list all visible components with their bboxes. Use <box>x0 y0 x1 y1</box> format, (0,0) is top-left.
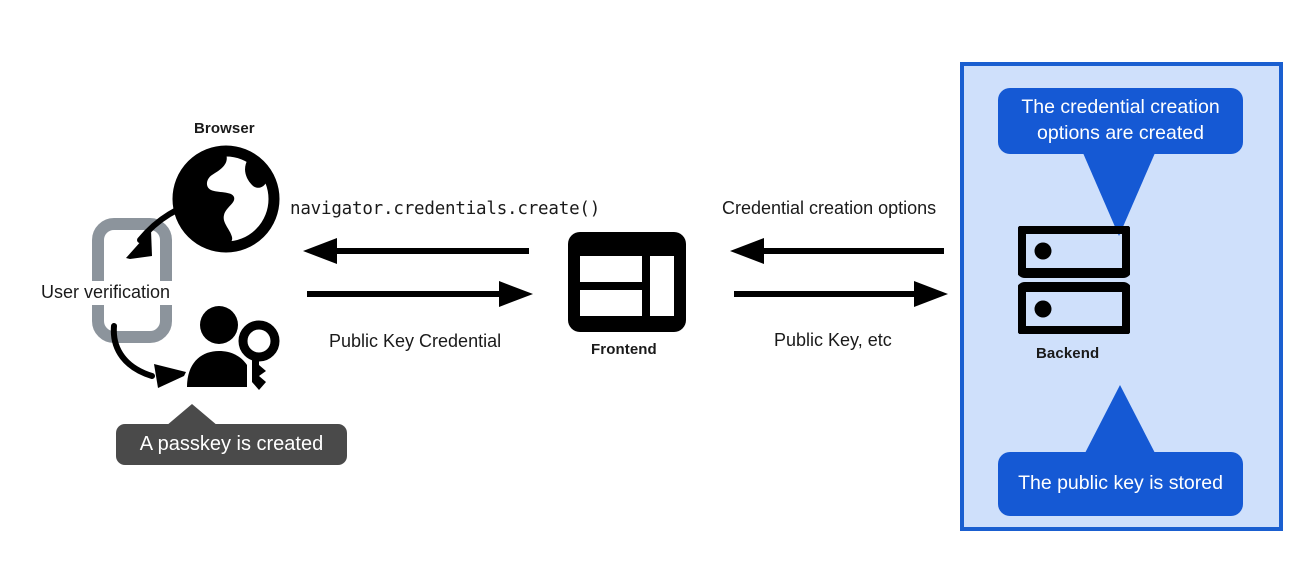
browser-label: Browser <box>194 120 255 137</box>
globe-icon <box>172 145 280 258</box>
user-with-key-icon <box>185 305 285 395</box>
arrow-frontend-to-browser <box>303 238 533 264</box>
flow-label-public-key-credential: Public Key Credential <box>329 331 502 351</box>
arrow-phone-to-user <box>108 322 213 394</box>
frontend-window-icon <box>568 232 686 337</box>
flow-label-navigator-create: navigator.credentials.create() <box>290 199 601 219</box>
arrow-browser-to-phone <box>100 196 210 276</box>
smartphone-icon <box>92 218 172 348</box>
callout-credential-creation-options: The credential creation options are crea… <box>998 88 1243 154</box>
passkey-tooltip-tail <box>166 404 218 426</box>
passkey-tooltip: A passkey is created <box>116 424 347 465</box>
frontend-label: Frontend <box>591 341 657 358</box>
callout-public-key-stored: The public key is stored <box>998 452 1243 516</box>
server-rack-icon <box>1016 224 1132 339</box>
backend-label: Backend <box>1036 345 1100 362</box>
arrow-backend-to-frontend <box>730 238 948 264</box>
user-verification-label: User verification <box>39 281 173 305</box>
arrow-browser-to-frontend <box>303 281 533 307</box>
arrow-frontend-to-backend <box>730 281 948 307</box>
flow-label-credential-creation-options: Credential creation options <box>722 198 937 218</box>
callout-public-key-stored-tail <box>1084 385 1156 455</box>
flow-label-public-key-etc: Public Key, etc <box>774 330 892 350</box>
callout-credential-creation-options-tail <box>1083 153 1155 236</box>
